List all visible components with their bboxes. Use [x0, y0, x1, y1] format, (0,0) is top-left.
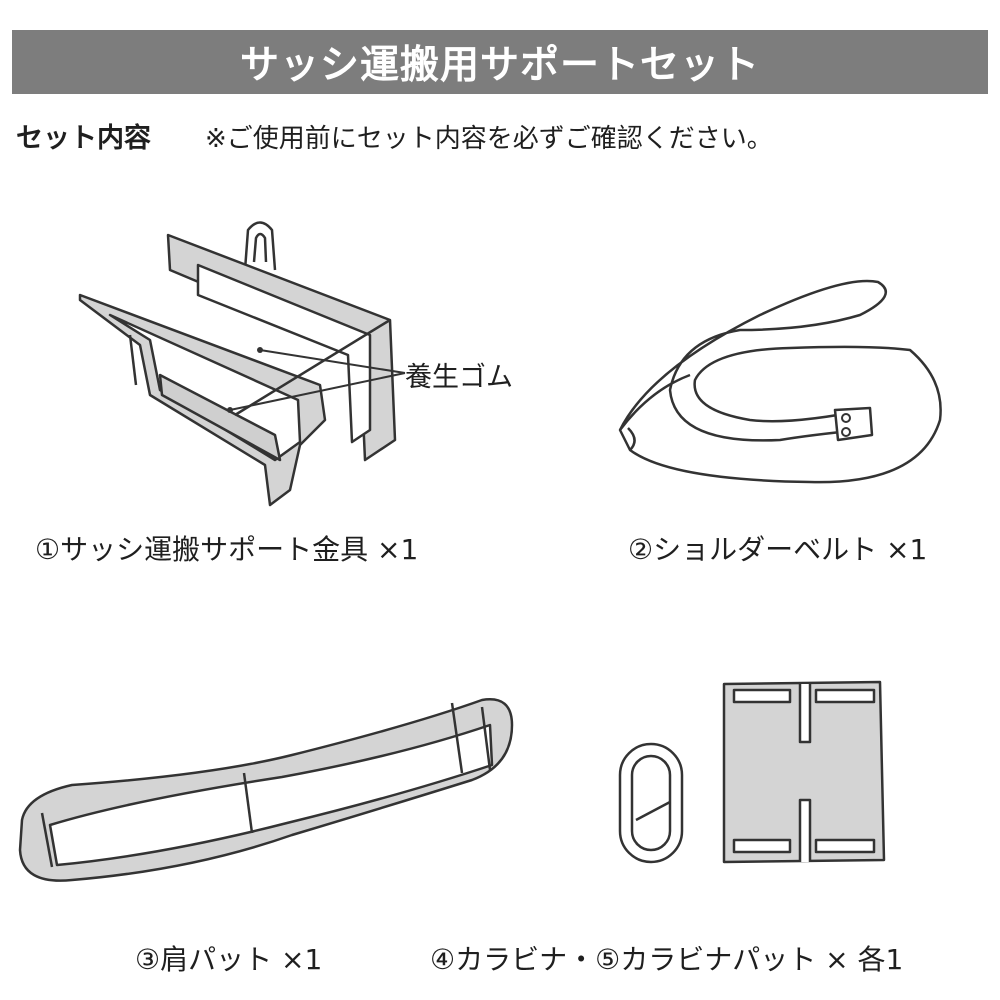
contents-note: ※ご使用前にセット内容を必ずご確認ください。: [205, 124, 773, 154]
rubber-protector-label: 養生ゴム: [405, 362, 513, 393]
title-bar: サッシ運搬用サポートセット: [12, 30, 988, 94]
callout-lines: [227, 347, 406, 413]
caption-support-bracket: ①サッシ運搬サポート金具 ×1: [35, 533, 419, 566]
caption-shoulder-pad: ③肩パット ×1: [135, 943, 323, 976]
page-title: サッシ運搬用サポートセット: [239, 43, 760, 88]
shoulder-pad-illustration: [18, 698, 514, 882]
carabiner-pad-illustration: [722, 680, 886, 864]
contents-heading: セット内容: [16, 123, 151, 154]
carabiner-illustration: [618, 742, 684, 864]
caption-shoulder-belt: ②ショルダーベルト ×1: [628, 533, 928, 566]
shoulder-belt-illustration: [618, 279, 942, 484]
caption-carabiner-set: ④カラビナ・⑤カラビナパット × 各1: [430, 943, 904, 976]
support-bracket-illustration: [78, 221, 397, 507]
